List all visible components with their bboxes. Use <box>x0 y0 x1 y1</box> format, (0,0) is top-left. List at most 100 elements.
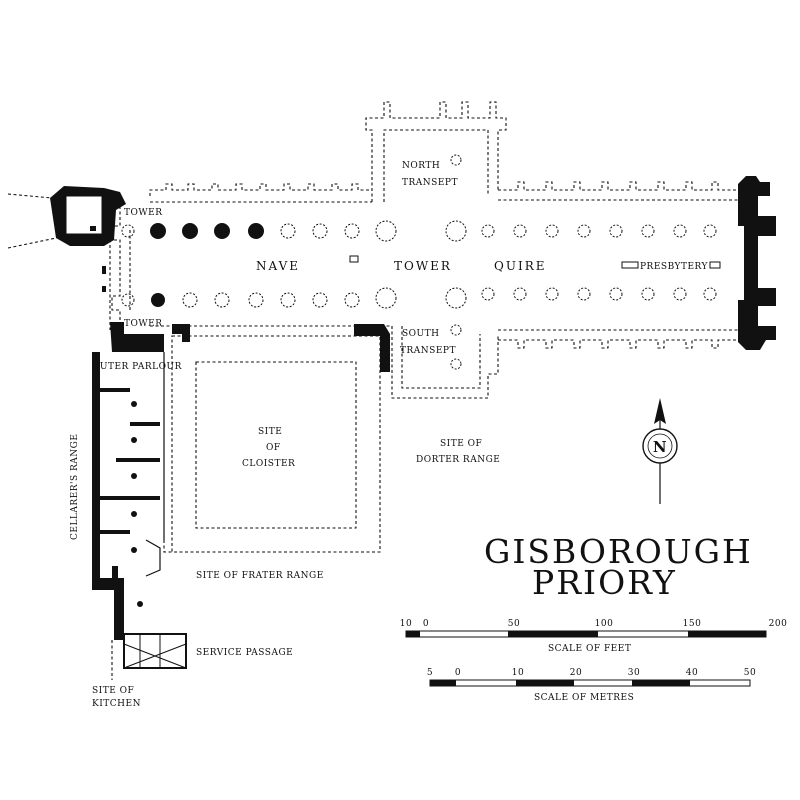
quire-south-pier <box>609 287 623 301</box>
quire-north-pier <box>577 224 591 238</box>
crossing-tower-label: TOWER <box>394 259 452 273</box>
metres-caption: SCALE OF METRES <box>534 693 634 703</box>
north-arrow-head <box>654 398 666 424</box>
nave-south-pier <box>312 292 328 308</box>
quire-south-pier <box>481 287 495 301</box>
quire-north-pier <box>673 224 687 238</box>
crossing-pier <box>445 220 467 242</box>
nave-north-pier <box>248 223 264 239</box>
cellarers-column-base <box>131 547 137 553</box>
east-end-wall <box>738 176 776 350</box>
north-transept-inner <box>383 129 489 202</box>
nave-south-pier <box>344 292 360 308</box>
metres-tick-label: 20 <box>570 668 582 678</box>
quire-north-pier <box>481 224 495 238</box>
altar-icon <box>709 261 721 269</box>
cloister-garth <box>195 361 357 529</box>
crossing-pier <box>375 220 397 242</box>
metres-tick-label: 50 <box>744 668 756 678</box>
north-transept-label-1: NORTH <box>402 161 440 171</box>
feet-tick-label: 0 <box>423 619 429 629</box>
crossing-pier <box>375 287 397 309</box>
cloister-label-3: CLOISTER <box>242 459 295 469</box>
church-outline <box>109 101 738 399</box>
feet-caption: SCALE OF FEET <box>548 644 631 654</box>
quire-south-pier <box>545 287 559 301</box>
quire-north-pier <box>545 224 559 238</box>
quire-south-pier <box>673 287 687 301</box>
metres-bar-fill-2 <box>516 680 574 686</box>
cellarers-west-wall <box>92 352 124 640</box>
outer-parlour-label: OUTER PARLOUR <box>92 362 182 372</box>
feet-tick-label: 100 <box>595 619 614 629</box>
quire-south-pier <box>577 287 591 301</box>
tower-interior <box>65 195 103 235</box>
nave-north-pier <box>150 223 166 239</box>
nave-label: NAVE <box>256 259 300 273</box>
quire-north-wall <box>498 181 738 191</box>
nave-tomb-icon <box>349 255 359 263</box>
northwest-tower-label: TOWER <box>124 208 162 218</box>
tower-window <box>90 226 96 231</box>
metres-tick-label: 0 <box>455 668 461 678</box>
north-transept-label-2: TRANSEPT <box>402 178 458 188</box>
dorter-label-2: DORTER RANGE <box>416 455 500 465</box>
west-wall-fragment-2 <box>102 286 106 292</box>
west-pier <box>121 293 135 307</box>
nave-north-pier <box>280 223 296 239</box>
nave-south-pier <box>151 293 165 307</box>
quire-north-pier <box>513 224 527 238</box>
metres-tick-label: 30 <box>628 668 640 678</box>
nave-north-pier <box>344 223 360 239</box>
metres-tick-label: 40 <box>686 668 698 678</box>
service-passage-frame <box>123 633 187 669</box>
nave-south-pier <box>248 292 264 308</box>
service-passage-hatch <box>123 634 187 669</box>
cloister-corner-ne <box>354 324 390 372</box>
metres-bar-fill-3 <box>632 680 690 686</box>
title-line-2: PRIORY <box>532 563 677 602</box>
plan-labels: NORTH TRANSEPT NAVE TOWER QUIRE PRESBYTE… <box>70 161 721 709</box>
feet-bar-fill-2 <box>508 631 598 637</box>
west-front <box>111 206 121 322</box>
cellarers-cross-wall-4 <box>100 496 160 500</box>
quire-label: QUIRE <box>494 259 547 273</box>
south-transept-inner <box>401 326 481 389</box>
north-arrow-icon: N <box>642 398 678 504</box>
dorter-label-1: SITE OF <box>440 439 482 449</box>
south-transept-label-2: TRANSEPT <box>400 346 456 356</box>
quire-south-pier <box>513 287 527 301</box>
feet-bar-fill <box>406 631 420 637</box>
nave-south-pier <box>214 292 230 308</box>
west-pier <box>121 224 135 238</box>
quire-north-pier <box>609 224 623 238</box>
title-line-1: GISBOROUGH <box>484 532 753 571</box>
cloister-label-2: OF <box>266 443 281 453</box>
southwest-tower-base <box>110 322 164 352</box>
quire-south-wall <box>498 339 738 349</box>
quire-south-pier <box>703 287 717 301</box>
feet-tick-label: 200 <box>769 619 788 629</box>
north-arrow-ring-inner <box>647 433 673 459</box>
cloister <box>145 335 381 577</box>
tower-approach-line-2 <box>7 237 57 249</box>
arcade-piers <box>121 154 717 607</box>
quire-north-pier <box>703 224 717 238</box>
west-wall-fragment <box>102 266 106 274</box>
kitchen-column-base <box>137 601 143 607</box>
quire-north-pier <box>641 224 655 238</box>
nave-north-pier <box>214 223 230 239</box>
feet-tick-label: 150 <box>683 619 702 629</box>
cellarers-column-base <box>131 401 137 407</box>
quire-south-pier <box>641 287 655 301</box>
frater-line <box>163 540 380 553</box>
feet-bar-fill-3 <box>688 631 766 637</box>
cellarers-cross-wall-3 <box>116 458 160 462</box>
metres-bar-fill <box>430 680 456 686</box>
metres-tick-label: 5 <box>427 668 433 678</box>
crossing-pier <box>445 287 467 309</box>
